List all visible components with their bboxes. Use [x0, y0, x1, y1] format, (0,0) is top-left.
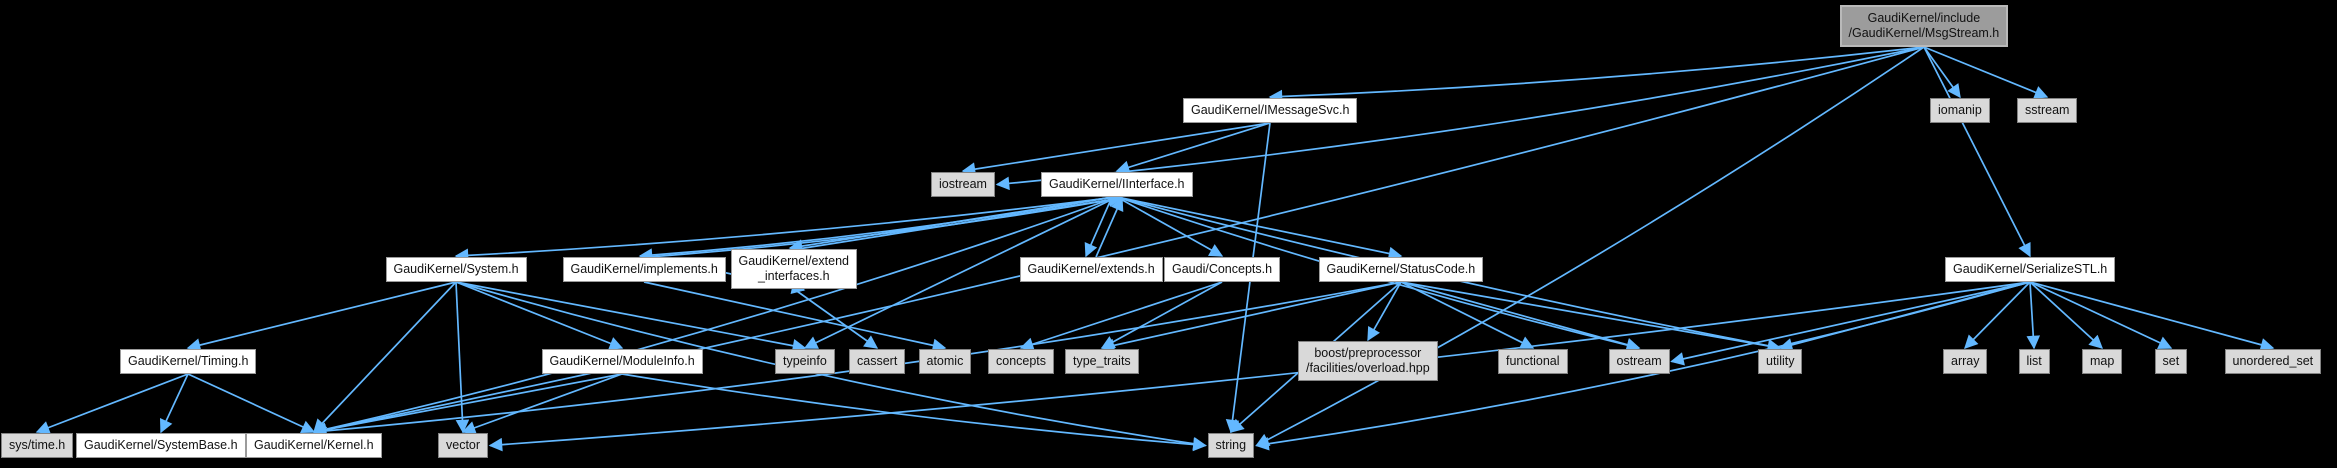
include-edge-iinterface-to-extends	[1084, 196, 1113, 258]
graph-node-unorderedset: unordered_set	[2224, 349, 2322, 374]
include-edge-moduleinfo-to-vector	[461, 373, 623, 435]
include-edge-system-to-moduleinfo	[455, 281, 624, 350]
graph-node-ostream: ostream	[1608, 349, 1670, 374]
graph-node-imessagesvc[interactable]: GaudiKernel/IMessageSvc.h	[1183, 98, 1358, 123]
include-edge-statuscode-to-typetraits	[1100, 281, 1402, 353]
graph-node-map: map	[2082, 349, 2123, 374]
include-edge-implements-to-atomic	[643, 281, 947, 353]
include-edge-iinterface-to-concepts_h	[1116, 196, 1224, 257]
include-edge-imessagesvc-to-iostream	[961, 122, 1271, 176]
graph-node-implements[interactable]: GaudiKernel/implements.h	[562, 257, 726, 282]
include-edge-extendinterfaces-to-cassert	[793, 288, 879, 349]
graph-node-utility: utility	[1758, 349, 1803, 374]
include-edge-msgstream-to-sstream	[1923, 46, 2049, 99]
graph-node-system[interactable]: GaudiKernel/System.h	[385, 257, 527, 282]
include-edge-iinterface-to-typeinfo	[803, 196, 1118, 349]
graph-node-extendinterfaces[interactable]: GaudiKernel/extend _interfaces.h	[730, 249, 857, 289]
include-edge-concepts_h-to-concepts	[1019, 281, 1223, 351]
graph-node-concepts: concepts	[988, 349, 1055, 374]
graph-node-typeinfo: typeinfo	[775, 349, 835, 374]
include-edge-system-to-typeinfo	[455, 281, 807, 353]
include-edge-serializestl-to-vector	[488, 281, 2031, 452]
graph-node-statuscode[interactable]: GaudiKernel/StatusCode.h	[1318, 257, 1484, 282]
include-edge-timing-to-systime	[35, 373, 189, 434]
graph-node-systime: sys/time.h	[1, 433, 74, 458]
include-edge-system-to-vector	[455, 281, 470, 434]
graph-node-msgstream: GaudiKernel/include /GaudiKernel/MsgStre…	[1839, 5, 2009, 47]
graph-node-timing[interactable]: GaudiKernel/Timing.h	[120, 349, 257, 374]
include-edge-statuscode-to-functional	[1400, 281, 1535, 349]
graph-node-extends[interactable]: GaudiKernel/extends.h	[1019, 257, 1163, 282]
graph-node-string: string	[1207, 433, 1255, 458]
include-edge-msgstream-to-iostream	[995, 46, 1925, 191]
include-edge-timing-to-kernel	[187, 373, 316, 434]
graph-node-list: list	[2018, 349, 2050, 374]
include-edge-imessagesvc-to-iinterface	[1115, 122, 1271, 174]
include-edge-msgstream-to-string	[1255, 46, 1925, 447]
graph-node-kernel[interactable]: GaudiKernel/Kernel.h	[246, 433, 382, 458]
graph-node-functional: functional	[1498, 349, 1568, 374]
include-edge-statuscode-to-utility	[1400, 281, 1782, 353]
graph-node-atomic: atomic	[918, 349, 972, 374]
include-edge-msgstream-to-imessagesvc	[1268, 46, 1925, 104]
graph-node-iomanip: iomanip	[1930, 98, 1990, 123]
graph-node-iostream: iostream	[931, 172, 995, 197]
include-edge-serializestl-to-set	[2029, 281, 2173, 349]
include-edge-msgstream-to-serializestl	[1923, 46, 2031, 258]
include-edge-moduleinfo-to-kernel	[312, 373, 623, 437]
graph-node-boost: boost/preprocessor /facilities/overload.…	[1298, 341, 1438, 381]
graph-node-sstream: sstream	[2017, 98, 2078, 123]
graph-node-moduleinfo[interactable]: GaudiKernel/ModuleInfo.h	[541, 349, 703, 374]
include-edge-extends-to-iinterface	[1095, 196, 1124, 258]
graph-node-array: array	[1943, 349, 1988, 374]
include-edge-system-to-timing	[186, 281, 457, 352]
include-edge-iinterface-to-kernel	[312, 196, 1118, 436]
graph-node-serializestl[interactable]: GaudiKernel/SerializeSTL.h	[1945, 257, 2116, 282]
include-edge-system-to-string	[455, 281, 1207, 451]
include-edge-iinterface-to-extendinterfaces	[788, 196, 1114, 253]
include-edge-serializestl-to-list	[2026, 281, 2041, 350]
include-edge-serializestl-to-ostream	[1670, 281, 2031, 366]
graph-node-vector: vector	[438, 433, 489, 458]
include-edge-serializestl-to-map	[2029, 281, 2104, 349]
include-edge-serializestl-to-unorderedset	[2029, 281, 2275, 352]
include-edge-msgstream-to-kernel	[312, 46, 1925, 437]
graph-node-systembase[interactable]: GaudiKernel/SystemBase.h	[76, 433, 246, 458]
include-edge-system-to-kernel	[313, 281, 457, 433]
include-edge-statuscode-to-boost	[1367, 281, 1402, 342]
graph-node-set: set	[2154, 349, 2188, 374]
include-edge-iinterface-to-statuscode	[1116, 196, 1403, 261]
include-edge-statuscode-to-ostream	[1400, 281, 1641, 352]
include-edge-serializestl-to-array	[1964, 281, 2031, 349]
graph-node-typetraits: type_traits	[1065, 349, 1139, 374]
graph-node-concepts_h[interactable]: Gaudi/Concepts.h	[1164, 257, 1281, 282]
include-edge-extendinterfaces-to-iinterface	[797, 193, 1123, 250]
graph-node-iinterface[interactable]: GaudiKernel/IInterface.h	[1041, 172, 1193, 197]
include-edge-moduleinfo-to-string	[621, 373, 1207, 452]
include-edge-serializestl-to-string	[1255, 281, 2031, 451]
include-edge-timing-to-systembase	[160, 373, 189, 434]
graph-node-cassert: cassert	[849, 349, 906, 374]
include-edge-iinterface-to-system	[454, 196, 1118, 263]
